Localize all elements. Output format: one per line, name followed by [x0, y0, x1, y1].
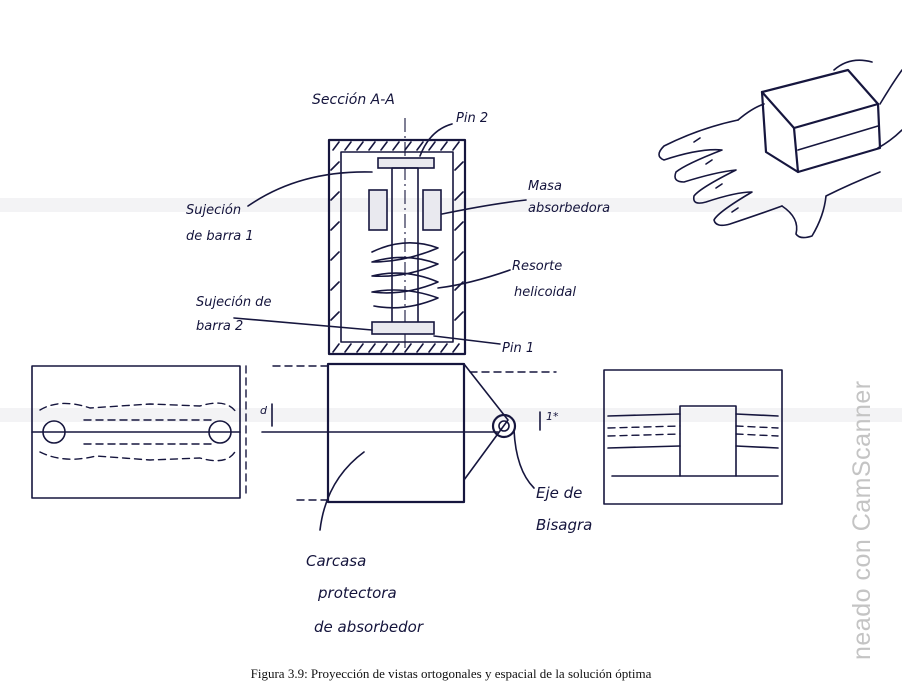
label-spring-1: Resorte	[512, 259, 562, 274]
cube-front	[796, 102, 882, 174]
hinge-lug	[463, 363, 509, 481]
cube-band	[797, 125, 879, 151]
right-pin-circle	[208, 420, 232, 444]
hand-sketch	[658, 59, 902, 239]
label-hinge-1: Eje de	[536, 484, 582, 502]
label-mass-1: Masa	[528, 179, 562, 194]
label-section: Sección A-A	[312, 92, 395, 108]
label-pin-2: Pin 2	[456, 111, 488, 126]
left-hidden-bottom	[39, 449, 237, 462]
cube-top	[760, 68, 880, 130]
figure-caption: Figura 3.9: Proyección de vistas ortogon…	[250, 666, 652, 681]
left-pin-circle	[42, 420, 66, 444]
section-leaders	[233, 123, 527, 345]
label-pin-1: Pin 1	[502, 341, 534, 356]
label-housing-1: Carcasa	[306, 552, 366, 570]
mass-left	[368, 189, 388, 231]
hatch-left	[330, 161, 340, 321]
front-view-frame	[326, 362, 466, 504]
camscanner-watermark: neado con CamScanner	[848, 380, 876, 660]
scan-band-top	[0, 198, 902, 212]
fingers	[658, 119, 783, 227]
right-view-hidden	[607, 425, 779, 437]
label-dim-a: d	[260, 404, 268, 417]
hatch-right	[454, 161, 464, 321]
label-mass-2: absorbedora	[528, 201, 610, 216]
section-housing-inner	[340, 151, 454, 343]
leader-housing	[319, 451, 365, 531]
label-spring-2: helicoidal	[514, 285, 576, 300]
right-view-frame	[603, 369, 783, 505]
label-dim-b: 1*	[546, 410, 559, 423]
leader-hinge	[513, 429, 535, 489]
left-view	[31, 365, 241, 499]
back-of-hand	[737, 103, 765, 121]
pin-1-block	[371, 321, 435, 335]
label-clamp-2b: barra 2	[196, 319, 243, 334]
label-housing-2: protectora	[317, 584, 397, 602]
section-housing	[327, 138, 467, 356]
leader-spring	[437, 269, 511, 289]
left-hidden-shaft	[83, 419, 215, 445]
right-view-shaft	[607, 413, 779, 449]
scan-band-bottom	[0, 408, 902, 422]
cube-left	[760, 90, 800, 174]
hinge-eye-outer	[491, 413, 517, 439]
hatch-bottom	[332, 343, 460, 353]
leader-mass	[441, 199, 527, 215]
forearm	[833, 59, 902, 149]
leader-pin-1	[433, 335, 501, 345]
leader-clamp-1	[247, 171, 373, 207]
label-clamp-2a: Sujeción de	[196, 295, 271, 310]
hinge-eye-inner	[498, 420, 510, 432]
right-view	[603, 369, 783, 505]
right-view-block	[679, 405, 737, 477]
thumb	[781, 171, 881, 239]
label-clamp-1b: de barra 1	[186, 229, 254, 244]
label-clamp-1a: Sujeción	[186, 203, 241, 218]
knuckles	[693, 137, 739, 213]
leader-pin-2	[419, 123, 453, 157]
left-hidden-top	[39, 402, 237, 413]
hatch-top	[332, 141, 460, 151]
label-housing-3: de absorbedor	[314, 618, 424, 636]
label-hinge-2: Bisagra	[536, 516, 592, 534]
mass-right	[422, 189, 442, 231]
section-view	[327, 118, 467, 356]
front-view	[269, 362, 535, 531]
pin-2-block	[377, 157, 435, 169]
helical-spring	[371, 242, 439, 309]
leader-clamp-2	[233, 317, 373, 331]
